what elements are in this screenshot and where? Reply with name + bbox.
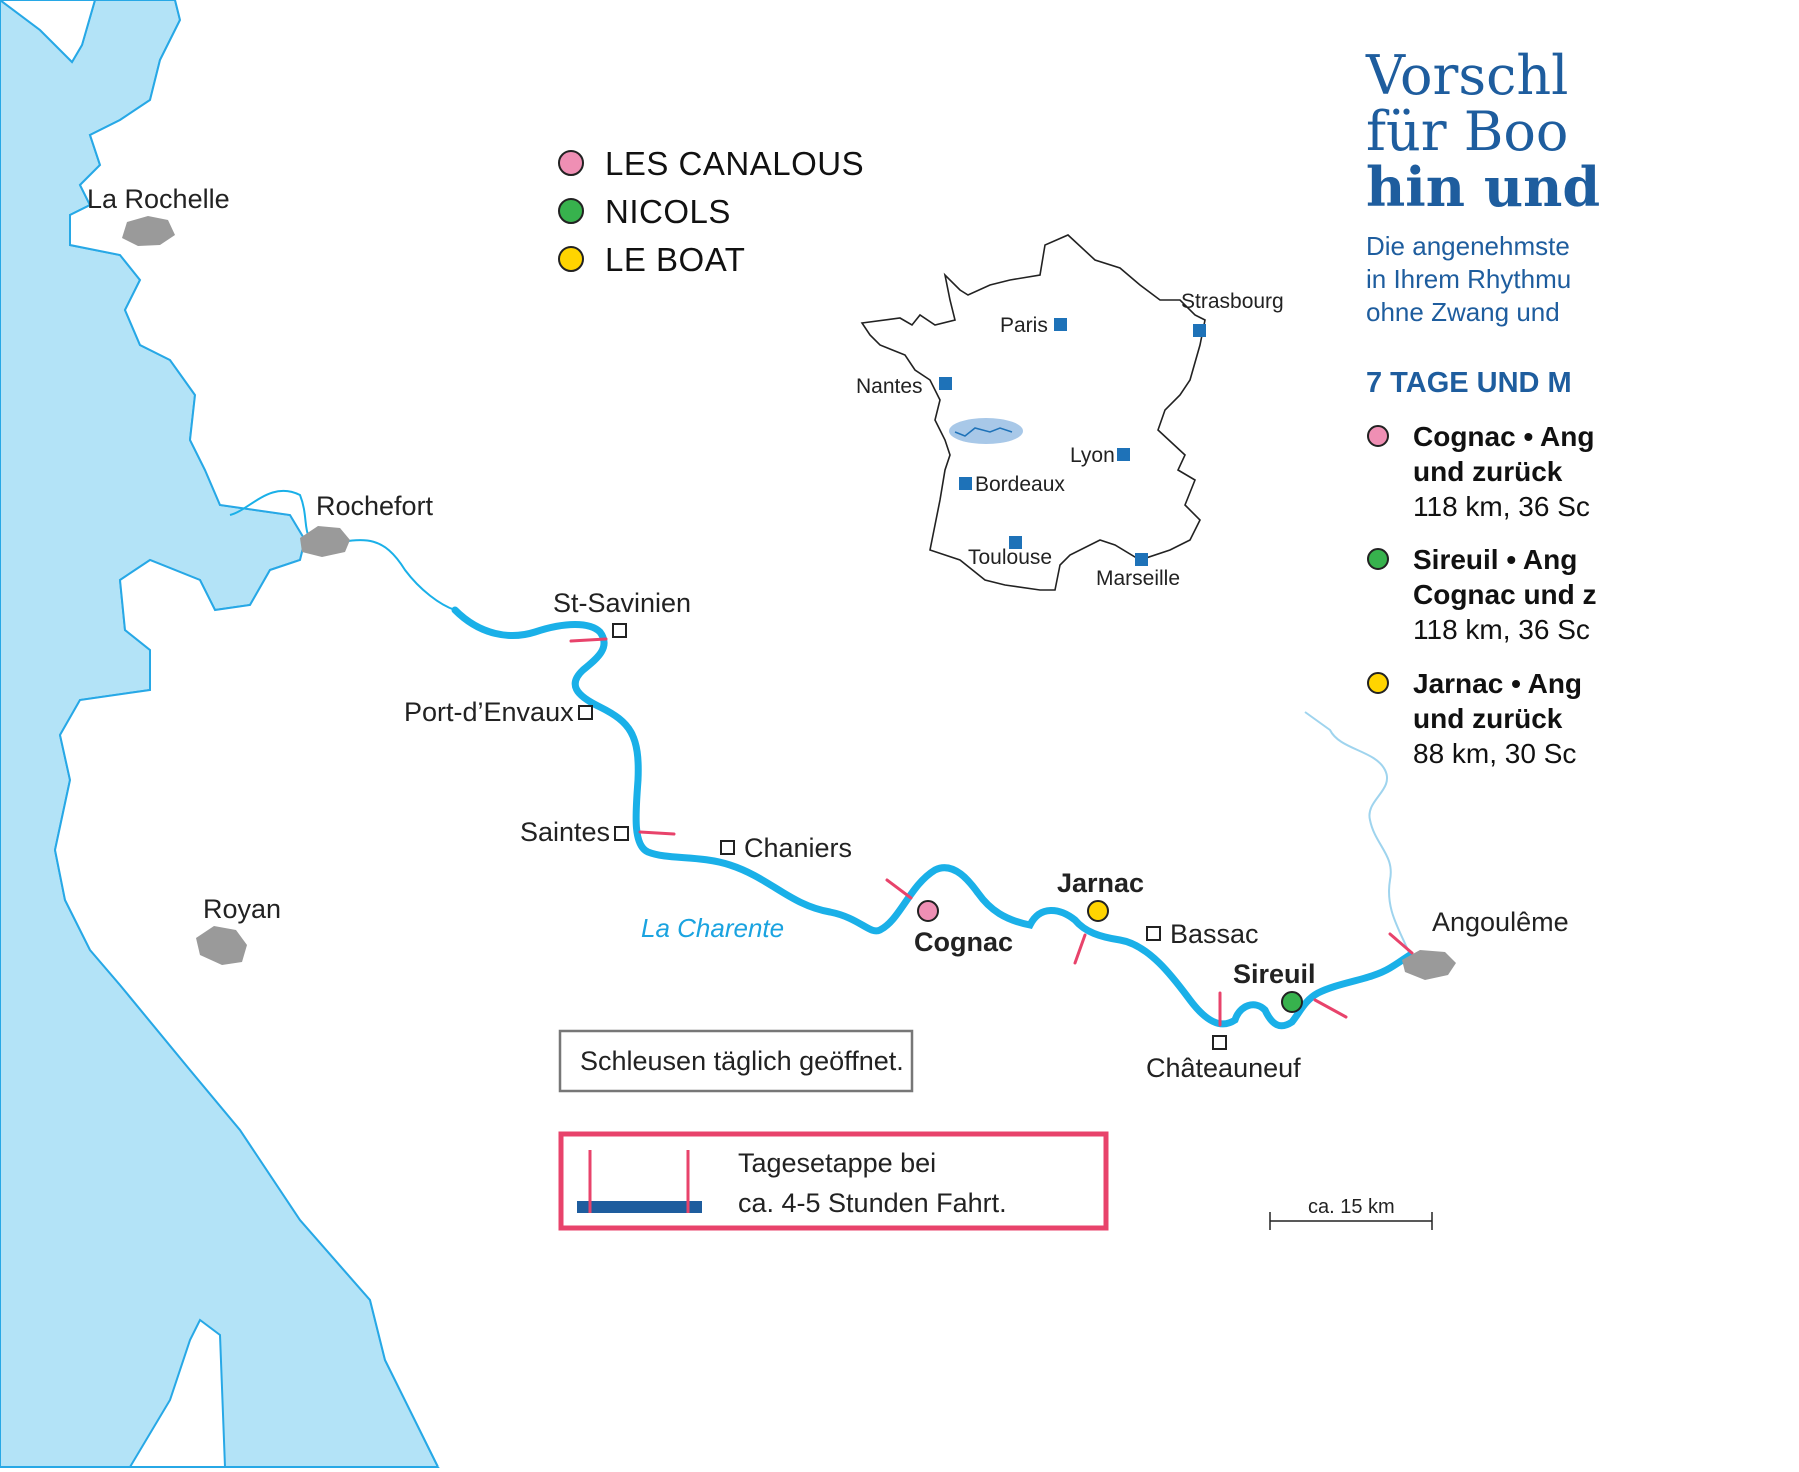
label-saintes: Saintes <box>520 817 610 847</box>
route-2-title-1: Sireuil • Ang <box>1413 544 1577 575</box>
label-rochefort: Rochefort <box>316 491 434 521</box>
side-title-bold: hin und <box>1366 155 1600 219</box>
side-intro-line1: Die angenehmste <box>1366 231 1570 261</box>
company-legend: LES CANALOUS NICOLS LE BOAT <box>558 145 864 278</box>
side-subtitle: 7 TAGE UND M <box>1366 367 1572 399</box>
scale-label: ca. 15 km <box>1308 1196 1395 1218</box>
city-la-rochelle <box>122 216 175 246</box>
label-royan: Royan <box>203 894 281 924</box>
label-chaniers: Chaniers <box>744 833 852 863</box>
jarnac-base-marker <box>1087 900 1109 922</box>
route-1-detail: 118 km, 36 Sc <box>1413 491 1590 522</box>
side-intro-line2: in Ihrem Rhythmu <box>1366 264 1571 294</box>
route-1-title-2: und zurück <box>1413 456 1563 487</box>
label-port-envaux: Port-d’Envaux <box>404 697 574 727</box>
route-3-title-2: und zurück <box>1413 703 1563 734</box>
legend-dot-canalous <box>558 150 584 176</box>
cognac-base-marker <box>917 900 939 922</box>
inset-label-lyon: Lyon <box>1070 444 1115 467</box>
stage-markers <box>569 637 1414 1027</box>
label-chateauneuf: Châteauneuf <box>1146 1053 1301 1083</box>
map: La Rochelle Rochefort Royan St-Savinien … <box>0 0 1600 1468</box>
legend-label-canalous: LES CANALOUS <box>605 145 864 182</box>
inset-label-marseille: Marseille <box>1096 567 1180 590</box>
city-royan <box>196 926 247 965</box>
inset-label-paris: Paris <box>1000 314 1048 337</box>
inset-france-map: Paris Strasbourg Nantes Lyon Bordeaux To… <box>856 234 1284 591</box>
stage-legend-bar <box>577 1201 702 1213</box>
locks-note: Schleusen täglich geöffnet. <box>558 1029 914 1093</box>
side-intro-line3: ohne Zwang und <box>1366 297 1560 327</box>
label-sireuil: Sireuil <box>1233 959 1316 989</box>
city-angouleme <box>1402 950 1456 980</box>
route-2-dot <box>1367 548 1389 570</box>
inset-city-markers <box>939 318 1206 566</box>
route-2-detail: 118 km, 36 Sc <box>1413 614 1590 645</box>
inset-river <box>954 427 1013 437</box>
inset-label-bordeaux: Bordeaux <box>975 473 1065 496</box>
stage-legend-line2: ca. 4-5 Stunden Fahrt. <box>738 1188 1007 1218</box>
inset-label-strasbourg: Strasbourg <box>1181 290 1284 313</box>
label-bassac: Bassac <box>1170 919 1259 949</box>
route-1-title-1: Cognac • Ang <box>1413 421 1594 452</box>
locks-note-text: Schleusen täglich geöffnet. <box>580 1046 904 1076</box>
label-river: La Charente <box>641 913 784 943</box>
stage-legend: Tagesetappe bei ca. 4-5 Stunden Fahrt. <box>558 1131 1109 1231</box>
legend-dot-nicols <box>558 198 584 224</box>
legend-label-nicols: NICOLS <box>605 193 731 230</box>
france-outline <box>860 234 1206 591</box>
town-markers <box>578 623 1227 1050</box>
label-la-rochelle: La Rochelle <box>87 184 230 214</box>
river-upper <box>1304 711 1411 956</box>
coastline <box>53 0 439 1468</box>
side-title-line1: Vorschl <box>1365 44 1568 107</box>
sireuil-base-marker <box>1281 991 1303 1013</box>
label-st-savinien: St-Savinien <box>553 588 691 618</box>
route-3-title-1: Jarnac • Ang <box>1413 668 1582 699</box>
legend-label-leboat: LE BOAT <box>605 241 745 278</box>
side-title-line2: für Boo <box>1366 100 1568 163</box>
legend-dot-leboat <box>558 246 584 272</box>
route-3-detail: 88 km, 30 Sc <box>1413 738 1576 769</box>
route-1-dot <box>1367 425 1389 447</box>
label-cognac: Cognac <box>914 927 1013 957</box>
route-2-title-2: Cognac und z <box>1413 579 1597 610</box>
inset-label-nantes: Nantes <box>856 375 923 398</box>
peninsula <box>128 1318 227 1468</box>
label-jarnac: Jarnac <box>1057 868 1144 898</box>
stage-legend-line1: Tagesetappe bei <box>738 1148 936 1178</box>
map-canvas: La Rochelle Rochefort Royan St-Savinien … <box>0 0 1600 1468</box>
river-charente <box>451 606 1414 1030</box>
scale-bar <box>1269 1212 1433 1230</box>
side-panel: Vorschl für Boo hin und Die angenehmste … <box>1365 44 1600 769</box>
city-rochefort <box>300 526 350 557</box>
island <box>0 0 97 64</box>
label-angouleme: Angoulême <box>1432 907 1569 937</box>
route-3-dot <box>1367 672 1389 694</box>
inset-label-toulouse: Toulouse <box>968 546 1052 569</box>
